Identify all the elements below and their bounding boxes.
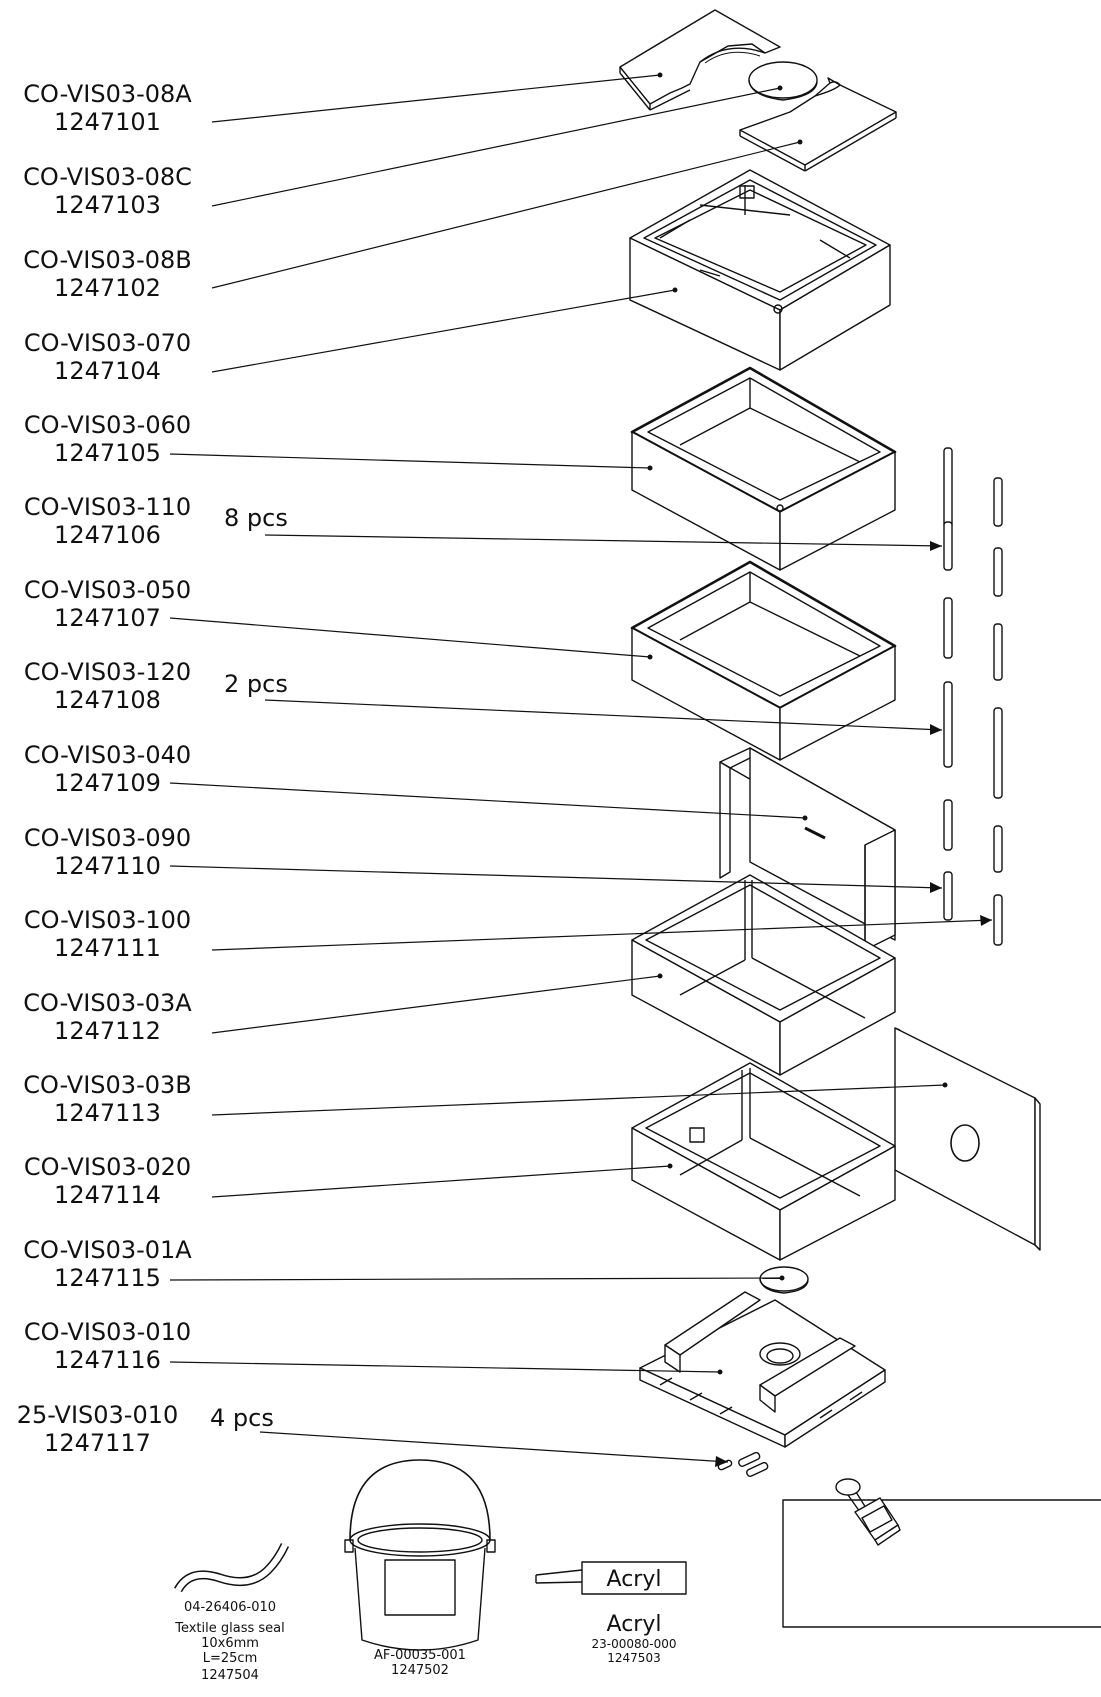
label-co-vis03-08b: CO-VIS03-08B 1247102 [0, 246, 215, 302]
label-co-vis03-08a: CO-VIS03-08A 1247101 [0, 80, 215, 136]
strip-column-left [943, 447, 953, 921]
seal-name: Textile glass seal [175, 1621, 285, 1636]
frame-03a [631, 874, 896, 1076]
part-code: CO-VIS03-020 [23, 1153, 192, 1181]
part-code: CO-VIS03-03A [23, 989, 192, 1017]
part-code: CO-VIS03-08C [23, 163, 192, 191]
label-co-vis03-010: CO-VIS03-010 1247116 [0, 1318, 215, 1374]
panel-040 [719, 747, 896, 951]
part-code: CO-VIS03-110 [23, 493, 192, 521]
plate-03b [894, 1027, 1041, 1251]
seal-number: 1247504 [201, 1668, 259, 1683]
label-co-vis03-100: CO-VIS03-100 1247111 [0, 906, 215, 962]
label-co-vis03-090: CO-VIS03-090 1247110 [0, 824, 215, 880]
part-code: CO-VIS03-120 [23, 658, 192, 686]
bucket-number: 1247502 [391, 1663, 449, 1678]
part-number: 1247108 [54, 686, 161, 714]
part-code: CO-VIS03-100 [23, 906, 192, 934]
part-number: 1247107 [54, 604, 161, 632]
seal-length: L=25cm [202, 1651, 258, 1666]
disc-01a [759, 1266, 809, 1294]
part-code: 25-VIS03-010 [16, 1401, 179, 1429]
acryl-number: 1247503 [607, 1651, 661, 1665]
acryl-code: 23-00080-000 [591, 1637, 677, 1651]
part-number: 1247103 [54, 191, 161, 219]
label-25-vis03-010: 25-VIS03-010 1247117 [0, 1401, 195, 1457]
qty-label-120: 2 pcs [224, 670, 288, 698]
part-number: 1247109 [54, 769, 161, 797]
leader-dots [647, 72, 948, 1375]
label-co-vis03-060: CO-VIS03-060 1247105 [0, 411, 215, 467]
pins-25-vis03-010 [717, 1451, 769, 1477]
part-number: 1247115 [54, 1264, 161, 1292]
acryl-tube-label: Acryl [607, 1567, 662, 1592]
label-co-vis03-120: CO-VIS03-120 1247108 [0, 658, 215, 714]
accessory-seal: 04-26406-010 Textile glass seal 10x6mm L… [145, 1600, 315, 1683]
part-number: 1247112 [54, 1017, 161, 1045]
base-plate-010 [639, 1291, 886, 1448]
part-number: 1247106 [54, 521, 161, 549]
clamp-tool-icon [782, 1478, 1101, 1628]
seal-code: 04-26406-010 [183, 1600, 277, 1615]
bucket-icon [344, 1459, 496, 1651]
part-code: CO-VIS03-090 [23, 824, 192, 852]
center-disc-08c [748, 61, 818, 101]
part-number: 1247117 [44, 1429, 151, 1457]
lid-half-08a [619, 9, 781, 111]
label-co-vis03-03b: CO-VIS03-03B 1247113 [0, 1071, 215, 1127]
part-code: CO-VIS03-070 [23, 329, 192, 357]
part-number: 1247101 [54, 108, 161, 136]
qty-label-110: 8 pcs [224, 504, 288, 532]
leader-lines [169, 74, 993, 1463]
part-number: 1247114 [54, 1181, 161, 1209]
qty-label-pins: 4 pcs [210, 1404, 274, 1432]
part-number: 1247111 [54, 934, 161, 962]
lid-half-08b [739, 77, 897, 172]
frame-070 [629, 169, 891, 371]
accessory-bucket: AF-00035-001 1247502 [345, 1648, 495, 1678]
label-co-vis03-040: CO-VIS03-040 1247109 [0, 741, 215, 797]
label-co-vis03-020: CO-VIS03-020 1247114 [0, 1153, 215, 1209]
label-co-vis03-01a: CO-VIS03-01A 1247115 [0, 1236, 215, 1292]
label-co-vis03-110: CO-VIS03-110 1247106 [0, 493, 215, 549]
strip-column-right [993, 477, 1003, 946]
label-co-vis03-070: CO-VIS03-070 1247104 [0, 329, 215, 385]
label-co-vis03-050: CO-VIS03-050 1247107 [0, 576, 215, 632]
label-co-vis03-03a: CO-VIS03-03A 1247112 [0, 989, 215, 1045]
part-code: CO-VIS03-010 [23, 1318, 192, 1346]
seal-rope-icon [174, 1543, 290, 1593]
part-code: CO-VIS03-01A [23, 1236, 192, 1264]
accessory-acryl: Acryl 23-00080-000 1247503 [574, 1612, 694, 1665]
part-number: 1247102 [54, 274, 161, 302]
acryl-name: Acryl [606, 1612, 662, 1637]
part-number: 1247110 [54, 852, 161, 880]
part-number: 1247104 [54, 357, 161, 385]
part-code: CO-VIS03-050 [23, 576, 192, 604]
part-number: 1247113 [54, 1099, 161, 1127]
acryl-tube-icon: Acryl [535, 1561, 687, 1595]
part-code: CO-VIS03-08A [23, 80, 192, 108]
part-number: 1247105 [54, 439, 161, 467]
label-co-vis03-08c: CO-VIS03-08C 1247103 [0, 163, 215, 219]
seal-size: 10x6mm [201, 1636, 259, 1651]
part-code: CO-VIS03-08B [23, 246, 192, 274]
leader-arrowheads [715, 541, 992, 1467]
frame-050 [630, 560, 897, 761]
frame-020 [631, 1062, 896, 1261]
part-number: 1247116 [54, 1346, 161, 1374]
part-code: CO-VIS03-060 [23, 411, 192, 439]
frame-060 [630, 366, 897, 571]
part-code: CO-VIS03-040 [23, 741, 192, 769]
bucket-code: AF-00035-001 [374, 1648, 466, 1663]
part-code: CO-VIS03-03B [23, 1071, 192, 1099]
